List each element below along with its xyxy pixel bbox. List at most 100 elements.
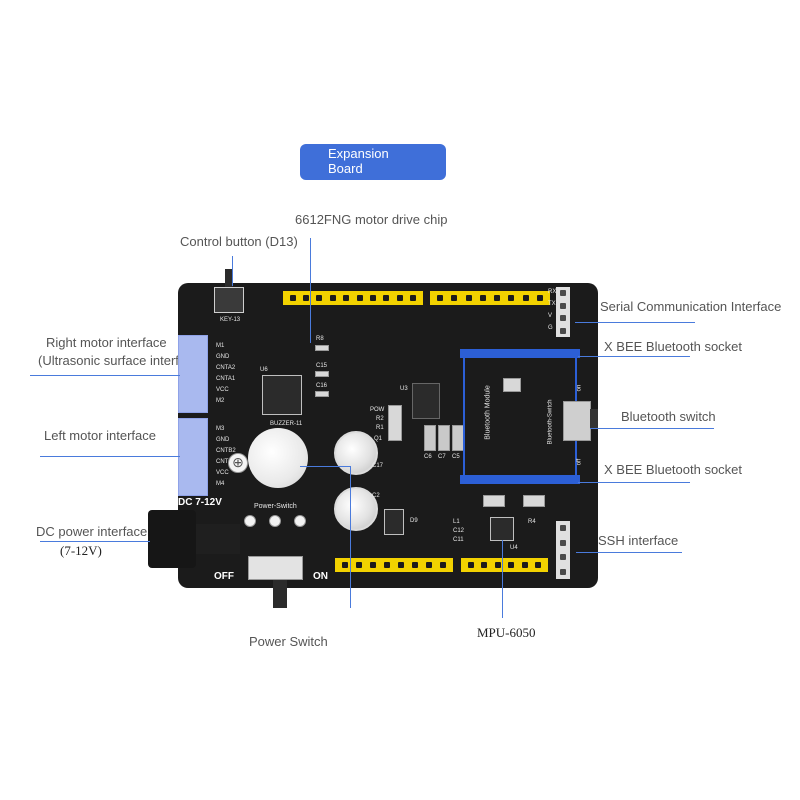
buzzer-label: BUZZER-11 — [270, 421, 303, 427]
ssh-leader — [576, 552, 682, 553]
power-switch-label: Power Switch — [249, 634, 328, 649]
l1-label: L1 — [453, 519, 460, 525]
xbee-socket-bottom-label: X BEE Bluetooth socket — [604, 462, 743, 477]
bluetooth-module-label: Bluetooth Module — [484, 385, 492, 440]
r1-label: R1 — [376, 425, 384, 431]
power-off-label: OFF — [214, 571, 234, 582]
mpu-label: MPU-6050 — [477, 625, 536, 640]
motor2-pin-gnd: GND — [216, 437, 230, 443]
serial-pin-tx: TX — [548, 301, 556, 307]
c2-capacitor — [334, 487, 378, 531]
motor1-pin-gnd: GND — [216, 354, 230, 360]
voltage-regulator — [412, 383, 440, 419]
mpu-resistor-pack-2 — [523, 495, 545, 507]
terminal-screw-2 — [269, 515, 281, 527]
right-motor-connector[interactable] — [178, 335, 208, 413]
q1-label: Q1 — [374, 436, 383, 442]
bluetooth-switch-toggle[interactable] — [590, 409, 598, 429]
power-on-label: ON — [313, 571, 328, 582]
power-switch[interactable] — [248, 556, 303, 580]
bluetooth-module-outline — [463, 349, 577, 481]
dc-power-voltage-label: (7-12V) — [60, 543, 102, 558]
u4-label: U4 — [510, 545, 518, 551]
left-motor-leader — [40, 456, 180, 457]
key-13-button[interactable] — [214, 287, 244, 313]
bluetooth-switch-label: Bluetooth-Switch — [547, 399, 554, 445]
bluetooth-switch[interactable] — [563, 401, 591, 441]
serial-leader — [575, 322, 695, 323]
c17-label: C17 — [372, 463, 384, 469]
bluetooth-switch-label: Bluetooth switch — [621, 409, 716, 424]
xbee-socket-bottom[interactable] — [460, 475, 580, 484]
indicator-resistors — [388, 405, 402, 441]
serial-pin-g: G — [548, 325, 553, 331]
terminal-screw-3 — [294, 515, 306, 527]
r2-label: R2 — [376, 416, 384, 422]
motor2-pin-vcc: VCC — [216, 470, 229, 476]
pow-label: POW — [370, 407, 385, 413]
right-motor-label: Right motor interface — [46, 335, 167, 350]
motor2-pin-cntb1: CNTB1 — [216, 459, 236, 465]
u3-label: U3 — [400, 386, 408, 392]
motor1-pin-m2: M2 — [216, 398, 225, 404]
motor-chip-label: 6612FNG motor drive chip — [295, 212, 448, 227]
c6-capacitor — [424, 425, 436, 451]
right-motor-leader — [30, 375, 180, 376]
r8-label: R8 — [316, 336, 324, 342]
motor2-pin-cntb2: CNTB2 — [216, 448, 236, 454]
dc-power-jack[interactable] — [148, 510, 196, 568]
expansion-board: RX TX V G KEY-13 M1 GND CNTA2 CNTA1 VCC … — [178, 269, 598, 608]
control-button-leader — [232, 256, 233, 286]
motor2-pin-m4: M4 — [216, 481, 225, 487]
serial-interface-label: Serial Communication Interface — [600, 299, 782, 314]
xbee-top-leader — [578, 356, 690, 357]
d9-diode — [384, 509, 404, 535]
power-line-leader-v — [350, 466, 351, 608]
motor-driver-chip — [262, 375, 302, 415]
bt-resistor-pack — [503, 378, 521, 392]
c5-label: C5 — [452, 454, 460, 460]
ssh-header[interactable] — [556, 521, 570, 579]
key-13-label: KEY-13 — [220, 317, 241, 323]
control-button-label: Control button (D13) — [180, 234, 298, 249]
dc-power-leader — [40, 541, 150, 542]
c7-capacitor — [438, 425, 450, 451]
right-motor-sub-label: (Ultrasonic surface interface) — [38, 353, 205, 368]
bottom-header-right — [461, 558, 548, 572]
c17-capacitor — [334, 431, 378, 475]
serial-header[interactable] — [556, 287, 570, 337]
serial-pin-v: V — [548, 313, 553, 319]
c15-capacitor — [315, 371, 329, 377]
left-motor-connector[interactable] — [178, 418, 208, 496]
motor1-pin-vcc: VCC — [216, 387, 229, 393]
serial-pin-rx: RX — [548, 289, 557, 295]
dc-power-jack-body — [196, 524, 240, 554]
motor1-pin-cnta1: CNTA1 — [216, 376, 236, 382]
mpu-6050-chip — [490, 517, 514, 541]
bluetooth-switch-leader — [590, 428, 714, 429]
motor-chip-leader — [310, 238, 311, 343]
key-13-cap[interactable] — [225, 269, 233, 287]
c2-label: C2 — [372, 493, 380, 499]
d9-label: D9 — [410, 518, 418, 524]
dc-power-label: DC power interface — [36, 524, 148, 539]
top-header-right — [430, 291, 550, 305]
motor1-pin-m1: M1 — [216, 343, 225, 349]
r8-resistor — [315, 345, 329, 351]
dc-voltage-label: DC 7-12V — [178, 497, 222, 508]
c15-label: C15 — [316, 363, 328, 369]
motor1-pin-cnta2: CNTA2 — [216, 365, 236, 371]
xbee-socket-top-label: X BEE Bluetooth socket — [604, 339, 743, 354]
c16-capacitor — [315, 391, 329, 397]
mpu-resistor-pack — [483, 495, 505, 507]
buzzer — [248, 428, 308, 488]
xbee-socket-top[interactable] — [460, 349, 580, 358]
u6-label: U6 — [260, 367, 268, 373]
mpu-leader — [502, 540, 503, 618]
terminal-screw-1 — [244, 515, 256, 527]
power-switch-knob[interactable] — [273, 580, 287, 608]
bt-on-label: on — [576, 384, 583, 392]
top-header-left — [283, 291, 423, 305]
buzzer-plus-icon: ⊕ — [228, 453, 248, 473]
left-motor-label: Left motor interface — [44, 428, 156, 443]
